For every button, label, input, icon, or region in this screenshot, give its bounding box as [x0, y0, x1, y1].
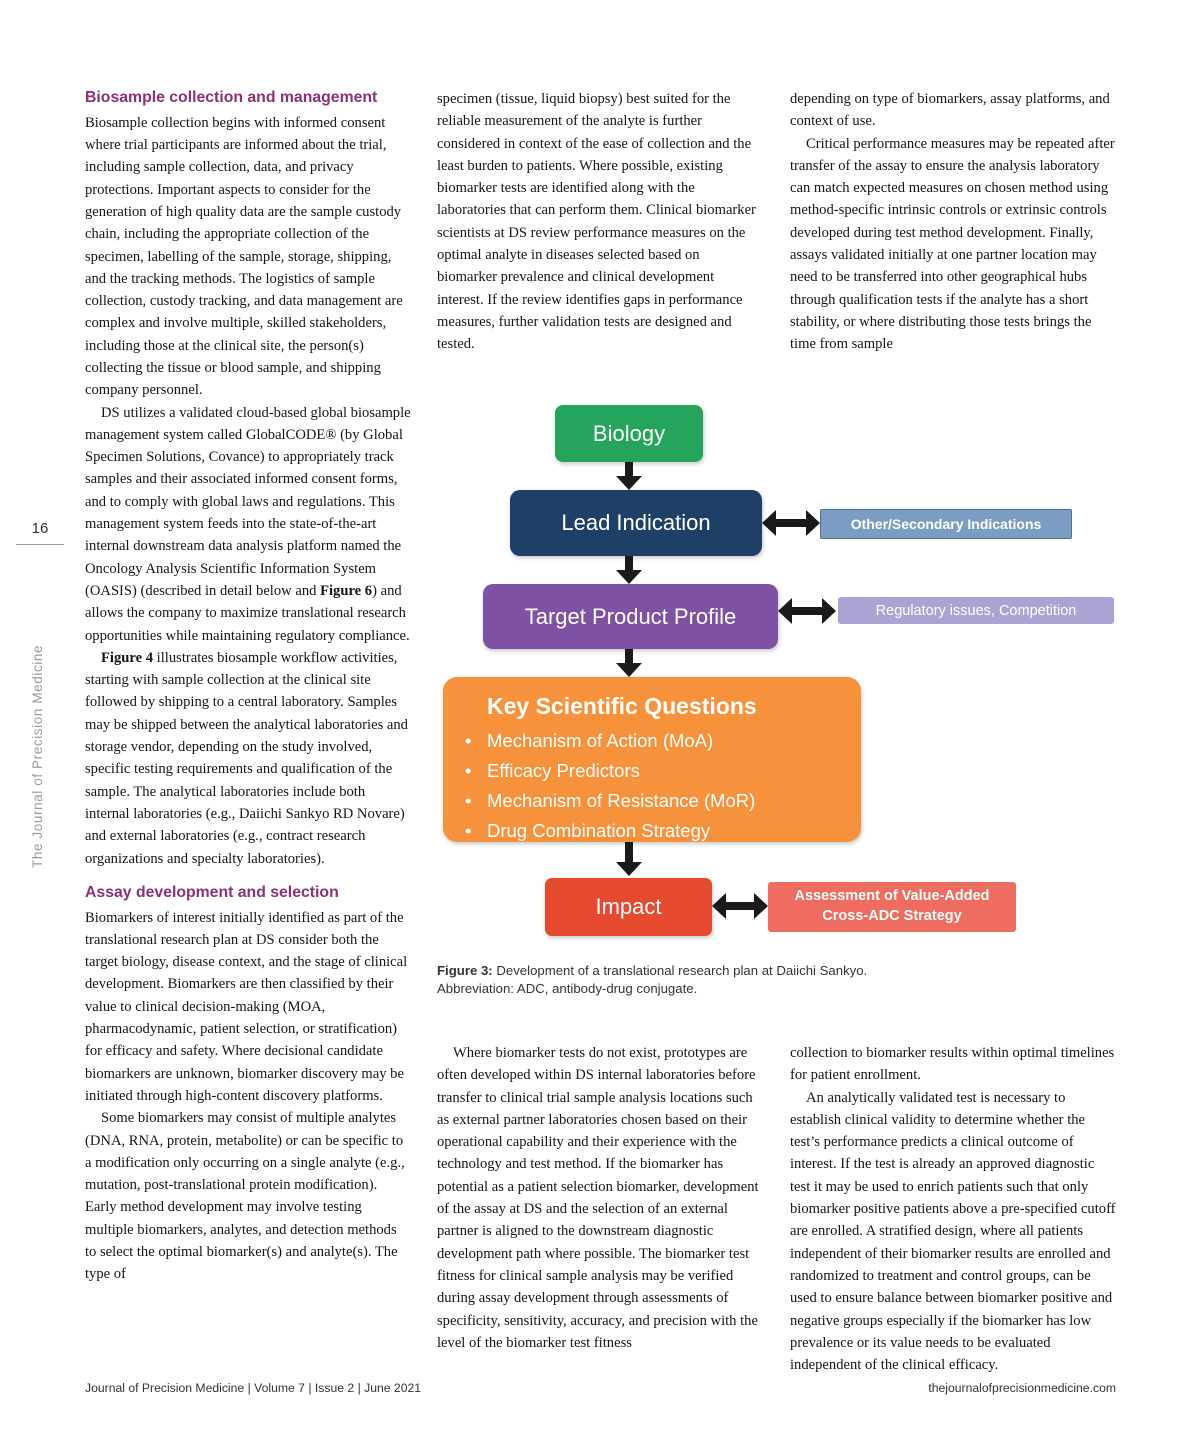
ksq-item-label: Mechanism of Resistance (MoR) [487, 790, 756, 811]
assessment-line2: Cross-ADC Strategy [822, 908, 962, 924]
flowchart-box-regulatory: Regulatory issues, Competition [838, 597, 1114, 624]
column-3-bottom: collection to biomarker results within o… [790, 1042, 1116, 1376]
ksq-title: Key Scientific Questions [487, 693, 757, 719]
assessment-label: Assessment of Value-Added Cross-ADC Stra… [795, 887, 990, 926]
column-1: Biosample collection and management Bios… [85, 88, 411, 1286]
paragraph: Biosample collection begins with informe… [85, 114, 403, 399]
double-arrow-icon [712, 893, 768, 919]
column-2-top: specimen (tissue, liquid biopsy) best su… [437, 88, 763, 356]
ksq-item-label: Efficacy Predictors [487, 760, 640, 781]
arrow-down-icon [614, 649, 644, 677]
ksq-item-label: Mechanism of Action (MoA) [487, 730, 714, 751]
paragraph: Figure 4 illustrates biosample workflow … [85, 647, 411, 870]
arrow-down-icon [614, 556, 644, 584]
paragraph: DS utilizes a validated cloud-based glob… [85, 402, 411, 647]
paragraph: collection to biomarker results within o… [790, 1045, 1115, 1084]
paragraph-text: ) and allows the company to maximize tra… [85, 582, 410, 644]
section-heading-assay: Assay development and selection [85, 883, 339, 901]
paragraph: An analytically validated test is necess… [790, 1089, 1116, 1374]
section-heading-biosample: Biosample collection and management [85, 89, 378, 106]
bullet-icon: • [465, 760, 472, 781]
column-3-top: depending on type of biomarkers, assay p… [790, 88, 1116, 356]
paragraph: Where biomarker tests do not exist, prot… [437, 1045, 759, 1351]
double-arrow-icon [778, 598, 836, 624]
bullet-icon: • [465, 820, 472, 841]
figure-6-reference: Figure 6 [320, 582, 373, 599]
flowchart-box-lead-indication: Lead Indication [510, 490, 762, 556]
paragraph: Critical performance measures may be rep… [790, 135, 1115, 353]
assessment-line1: Assessment of Value-Added [794, 888, 990, 905]
page-number: 16 [16, 520, 64, 545]
figure-caption-abbreviation: Abbreviation: ADC, antibody-drug conjuga… [437, 981, 698, 997]
figure-4-reference: Figure 4 [101, 649, 154, 666]
figure-caption-label: Figure 3: [437, 963, 493, 978]
flowchart-box-biology: Biology [555, 405, 703, 462]
figure-caption-line1: Figure 3: Development of a translational… [437, 962, 977, 980]
flowchart-box-assessment: Assessment of Value-Added Cross-ADC Stra… [768, 882, 1016, 932]
flowchart-box-key-scientific-questions: Key Scientific Questions • Mechanism of A… [443, 677, 861, 842]
footer-journal-info: Journal of Precision Medicine | Volume 7… [85, 1381, 422, 1395]
double-arrow-icon [762, 510, 820, 536]
column-2-bottom: Where biomarker tests do not exist, prot… [437, 1042, 763, 1354]
ksq-item: • Mechanism of Resistance (MoR) [465, 788, 845, 814]
ksq-item: • Efficacy Predictors [465, 758, 845, 784]
paragraph: depending on type of biomarkers, assay p… [790, 91, 1110, 130]
arrow-down-icon [614, 842, 644, 876]
flowchart-box-target-product-profile: Target Product Profile [483, 584, 778, 649]
journal-title-vertical: The Journal of Precision Medicine [30, 644, 45, 868]
figure-caption-text: Development of a translational research … [492, 963, 868, 978]
bullet-icon: • [465, 730, 472, 751]
ksq-item: • Mechanism of Action (MoA) [465, 728, 845, 754]
ksq-item-label: Drug Combination Strategy [487, 820, 711, 841]
paragraph: Biomarkers of interest initially identif… [85, 909, 408, 1104]
paragraph: Some biomarkers may consist of multiple … [85, 1110, 405, 1283]
bullet-icon: • [465, 790, 472, 811]
figure-caption: Figure 3: Development of a translational… [437, 962, 977, 998]
figure-3-flowchart: Biology Lead Indication Other/Secondary … [437, 390, 1117, 950]
flowchart-box-impact: Impact [545, 878, 712, 936]
paragraph-text: DS utilizes a validated cloud-based glob… [85, 404, 411, 599]
paragraph: specimen (tissue, liquid biopsy) best su… [437, 91, 756, 353]
paragraph-text: illustrates biosample workflow activitie… [85, 649, 408, 867]
ksq-item: • Drug Combination Strategy [465, 818, 845, 844]
flowchart-box-other-indications: Other/Secondary Indications [820, 509, 1072, 539]
arrow-down-icon [614, 462, 644, 490]
footer-website: thejournalofprecisionmedicine.com [928, 1381, 1116, 1395]
